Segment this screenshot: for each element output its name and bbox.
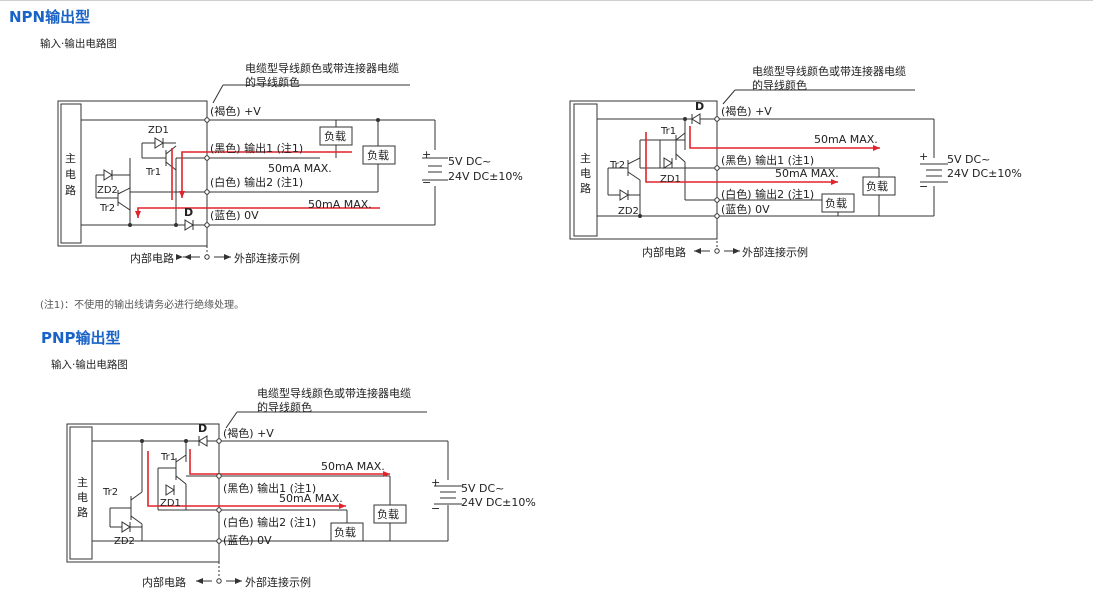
- d1-cable-line1: 电缆型导线颜色或带连接器电缆: [245, 61, 399, 75]
- d3-current-b: 50mA MAX.: [279, 492, 343, 505]
- d3-load-a: 负载: [377, 507, 399, 521]
- d2-current-b: 50mA MAX.: [775, 167, 839, 180]
- d3-d: D: [198, 422, 207, 435]
- d2-tr1: Tr1: [660, 126, 676, 137]
- d3-internal: 内部电路: [142, 575, 186, 589]
- d2-plus: +: [919, 150, 928, 163]
- d1-blue: (蓝色) 0V: [210, 208, 259, 222]
- d3-brown: (褐色) +V: [223, 426, 274, 440]
- d3-black: (黑色) 输出1 (注1): [223, 481, 316, 495]
- npn-circuit-diagram-1: [57, 100, 448, 247]
- d3-main-1: 主: [77, 476, 88, 489]
- d1-minus: −: [422, 176, 431, 189]
- npn-current-paths-1: [135, 148, 380, 218]
- d3-tr2: Tr2: [102, 487, 118, 498]
- d3-main-3: 路: [77, 506, 88, 519]
- d2-cable-line2: 的导线颜色: [752, 78, 807, 92]
- pnp-dots: [140, 438, 222, 584]
- d3-white: (白色) 输出2 (注1): [223, 515, 316, 529]
- d2-zd2: ZD2: [618, 206, 639, 217]
- pnp-subtitle: 输入·输出电路图: [51, 359, 128, 371]
- npn-note: (注1)：不使用的输出线请务必进行绝缘处理。: [40, 300, 245, 311]
- d1-load-a: 负载: [324, 129, 346, 143]
- d2-cable-line1: 电缆型导线颜色或带连接器电缆: [752, 64, 906, 78]
- d1-supply1: 5V DC~: [448, 155, 491, 168]
- d1-zd1: ZD1: [148, 125, 169, 136]
- npn-dots-1: [128, 117, 380, 260]
- d1-zd2: ZD2: [97, 185, 118, 196]
- d1-black: (黑色) 输出1 (注1): [210, 141, 303, 155]
- d3-current-a: 50mA MAX.: [321, 460, 385, 473]
- d2-internal: 内部电路: [642, 245, 686, 259]
- d1-main-3: 路: [65, 184, 76, 197]
- d2-external: 外部连接示例: [742, 245, 808, 259]
- d1-tr1: Tr1: [145, 167, 161, 178]
- d1-external: 外部连接示例: [234, 251, 300, 265]
- d2-supply1: 5V DC~: [947, 153, 990, 166]
- d1-current-b: 50mA MAX.: [308, 198, 372, 211]
- d3-tr1: Tr1: [160, 452, 176, 463]
- d3-zd1: ZD1: [160, 498, 181, 509]
- d1-supply2: 24V DC±10%: [448, 170, 523, 183]
- npn-circuit-diagram-2: [569, 100, 948, 240]
- d3-cable-line2: 的导线颜色: [257, 400, 312, 414]
- d2-current-a: 50mA MAX.: [814, 133, 878, 146]
- d2-brown: (褐色) +V: [721, 104, 772, 118]
- d3-cable-line1: 电缆型导线颜色或带连接器电缆: [257, 386, 411, 400]
- pnp-circuit-diagram: [66, 423, 462, 563]
- npn-subtitle: 输入·输出电路图: [40, 38, 117, 50]
- d1-current-a: 50mA MAX.: [268, 162, 332, 175]
- d3-zd2: ZD2: [114, 536, 135, 547]
- d1-plus: +: [422, 148, 431, 161]
- d2-white: (白色) 输出2 (注1): [721, 187, 814, 201]
- npn-dots-2: [638, 116, 720, 254]
- d3-minus: −: [431, 502, 440, 515]
- d3-supply1: 5V DC~: [461, 482, 504, 495]
- d3-blue: (蓝色) 0V: [223, 533, 272, 547]
- d1-white: (白色) 输出2 (注1): [210, 175, 303, 189]
- d2-blue: (蓝色) 0V: [721, 202, 770, 216]
- npn-current-paths-2: [645, 126, 880, 185]
- d1-brown: (褐色) +V: [210, 104, 261, 118]
- d1-cable-line2: 的导线颜色: [245, 75, 300, 89]
- d1-internal: 内部电路: [130, 251, 174, 265]
- d2-zd1: ZD1: [660, 174, 681, 185]
- d2-minus: −: [919, 180, 928, 193]
- d1-load-b: 负载: [367, 148, 389, 162]
- d1-main-2: 电: [65, 168, 76, 181]
- d3-external: 外部连接示例: [245, 575, 311, 589]
- d2-main-3: 路: [580, 182, 591, 195]
- d3-supply2: 24V DC±10%: [461, 496, 536, 509]
- d2-d: D: [695, 100, 704, 113]
- d3-main-2: 电: [77, 491, 88, 504]
- d2-supply2: 24V DC±10%: [947, 167, 1022, 180]
- d1-tr2: Tr2: [99, 203, 115, 214]
- d1-d: D: [184, 206, 193, 219]
- npn-heading: NPN输出型: [9, 8, 91, 26]
- d2-main-2: 电: [580, 167, 591, 180]
- d2-tr2: Tr2: [609, 160, 625, 171]
- pnp-heading: PNP输出型: [41, 329, 121, 347]
- d2-load-b: 负载: [825, 196, 847, 210]
- d3-plus: +: [431, 476, 440, 489]
- d2-main-1: 主: [580, 152, 591, 165]
- d2-load-a: 负载: [866, 179, 888, 193]
- pnp-current-paths: [147, 449, 390, 509]
- d2-black: (黑色) 输出1 (注1): [721, 153, 814, 167]
- d1-main-1: 主: [65, 152, 76, 165]
- d3-load-b: 负载: [334, 525, 356, 539]
- top-divider: [0, 0, 1093, 1]
